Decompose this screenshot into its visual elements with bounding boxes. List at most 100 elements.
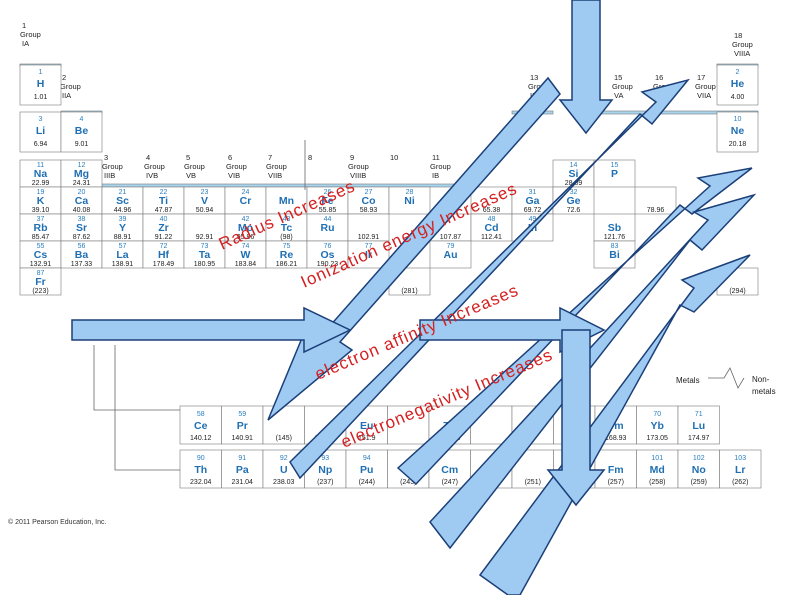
atomic-mass: 78.96 [647, 207, 665, 214]
element-symbol: Cs [34, 249, 48, 261]
atomic-mass: (243) [400, 479, 416, 486]
atomic-mass: 1.01 [34, 94, 48, 101]
group-roman: IB [432, 171, 439, 180]
atomic-mass: 20.18 [729, 141, 747, 148]
atomic-number: 40 [160, 216, 168, 223]
atomic-mass: (251) [525, 479, 541, 486]
element-cell-box [593, 240, 636, 269]
element-symbol: Pr [237, 420, 248, 432]
fblock-cell-Fm: Fm(257) [594, 449, 637, 489]
atomic-number: 55 [37, 243, 45, 250]
element-symbol: Sb [608, 222, 621, 234]
atomic-mass: 173.05 [647, 435, 669, 442]
atomic-mass: (281) [401, 288, 417, 295]
element-symbol: Lu [692, 420, 705, 432]
element-symbol: P [611, 168, 618, 180]
atomic-mass: 44.96 [114, 207, 132, 214]
group-number-11: 11 [432, 153, 440, 162]
group-roman: IA [22, 39, 29, 48]
atomic-mass: 55.85 [319, 207, 337, 214]
element-symbol: Yb [651, 420, 664, 432]
element-symbol: Fr [35, 276, 46, 288]
element-symbol: Re [280, 249, 294, 261]
atomic-number: 37 [37, 216, 45, 223]
group-label: Group [348, 162, 369, 171]
element-cell-box [142, 213, 185, 242]
element-cell-box [183, 213, 226, 242]
group-number-17: 17 [697, 73, 705, 82]
atomic-number: 23 [201, 189, 209, 196]
atomic-number: 10 [734, 116, 742, 123]
group-roman: IIIB [104, 171, 115, 180]
element-symbol: Md [650, 464, 665, 476]
element-symbol: Ti [159, 195, 168, 207]
atomic-number: 87 [37, 270, 45, 277]
element-symbol: Bi [609, 249, 620, 261]
element-symbol: Ni [404, 195, 415, 207]
atomic-mass: 4.00 [731, 94, 745, 101]
atomic-number: 48 [488, 216, 496, 223]
atomic-number: 101 [651, 455, 663, 462]
element-cell-box [634, 186, 677, 215]
atomic-mass: 183.84 [235, 261, 257, 268]
element-symbol: Li [36, 125, 45, 137]
element-symbol: U [280, 464, 288, 476]
group-roman: IVB [146, 171, 158, 180]
atomic-mass: 65.38 [483, 207, 501, 214]
atomic-mass: 232.04 [190, 479, 212, 486]
atomic-mass: (237) [317, 479, 333, 486]
element-symbol: No [692, 464, 706, 476]
element-symbol: Ba [75, 249, 89, 261]
element-symbol: Ir [365, 249, 372, 261]
group-number-8: 8 [308, 153, 312, 162]
element-symbol: Ne [731, 125, 745, 137]
fblock-cell-Cm: Cm(247) [428, 449, 471, 489]
atomic-mass: (145) [276, 435, 292, 442]
element-symbol: Mo [238, 222, 253, 234]
element-cell-H: 1H1.01 [19, 64, 62, 106]
group-number-1: 1 [22, 21, 26, 30]
group-roman: VIB [228, 171, 240, 180]
element-symbol: Ta [199, 249, 211, 261]
atomic-number: 44 [324, 216, 332, 223]
element-cell-box [716, 111, 759, 153]
nonmetals-label-2: metals [752, 387, 776, 396]
atomic-mass: (259) [691, 479, 707, 486]
atomic-mass: 140.91 [232, 435, 254, 442]
atomic-mass: (294) [729, 288, 745, 295]
atomic-mass: (247) [442, 479, 458, 486]
atomic-number: 91 [238, 455, 246, 462]
group-number-10: 10 [390, 153, 398, 162]
arrow-electronegativity-diagonal [429, 193, 757, 550]
fblock-cell-box [677, 405, 720, 445]
atomic-number: 42 [242, 216, 250, 223]
element-cell-box [265, 186, 308, 215]
element-cell-box [388, 186, 431, 215]
atomic-number: 74 [242, 243, 250, 250]
atomic-number: 12 [78, 162, 86, 169]
atomic-mass: 87.62 [73, 234, 91, 241]
element-symbol: Th [194, 464, 207, 476]
group-label: Group [612, 82, 633, 91]
atomic-number: 31 [529, 189, 537, 196]
atomic-mass: 95.96 [237, 234, 255, 241]
atomic-mass: 178.49 [153, 261, 175, 268]
